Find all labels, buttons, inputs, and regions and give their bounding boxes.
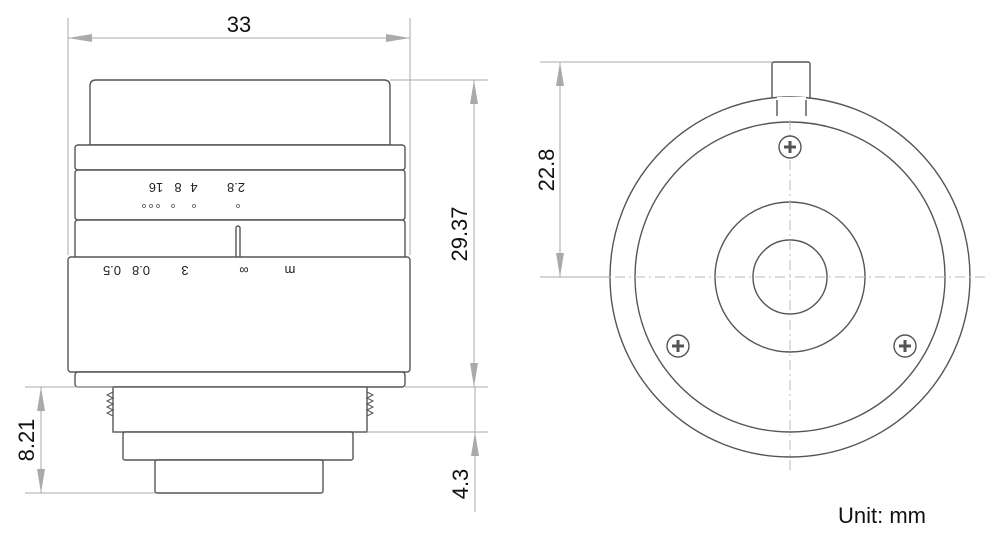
screw-icon [666, 334, 690, 358]
screw-icon [893, 334, 917, 358]
screw-icon [778, 135, 802, 159]
aperture-value: 2.8 [227, 180, 245, 195]
unit-label: Unit: mm [838, 503, 926, 528]
aperture-scale: 2.8 4 8 16 [142, 180, 245, 208]
focus-value: 0.5 [103, 263, 121, 278]
mount-step [122, 431, 354, 461]
dimension-height: 29.37 [390, 79, 488, 388]
lens-ring-1 [74, 144, 406, 171]
index-mark [235, 225, 241, 259]
lens-front-cap [89, 79, 391, 146]
aperture-value: 16 [149, 180, 163, 195]
lock-tab [771, 61, 811, 101]
c-mount-thread [112, 386, 368, 433]
focus-unit: m [285, 263, 296, 278]
focus-value: ∞ [239, 263, 248, 278]
thread-icon [105, 391, 375, 417]
dimension-flange: 4.3 [367, 387, 488, 512]
focus-value: 3 [181, 263, 188, 278]
dimension-width: 33 [67, 12, 411, 255]
dimension-label: 29.37 [447, 206, 472, 261]
aperture-value: 8 [174, 180, 181, 195]
focus-scale: m ∞ 3 0.8 0.5 [103, 263, 295, 278]
dimension-label: 8.21 [14, 419, 39, 462]
focus-value: 0.8 [132, 263, 150, 278]
rear-barrel [154, 459, 324, 494]
dimension-label: 4.3 [448, 469, 473, 500]
lens-side-view: 2.8 4 8 16 m ∞ 3 0.8 0.5 33 [14, 12, 488, 512]
dimension-label: 33 [227, 12, 251, 37]
aperture-value: 4 [190, 180, 197, 195]
dimension-label: 22.8 [534, 149, 559, 192]
base-flange [74, 371, 406, 388]
dimension-front-offset: 22.8 [534, 61, 772, 278]
lens-front-view: 22.8 [534, 61, 985, 470]
dimension-mount-length: 8.21 [14, 386, 155, 494]
